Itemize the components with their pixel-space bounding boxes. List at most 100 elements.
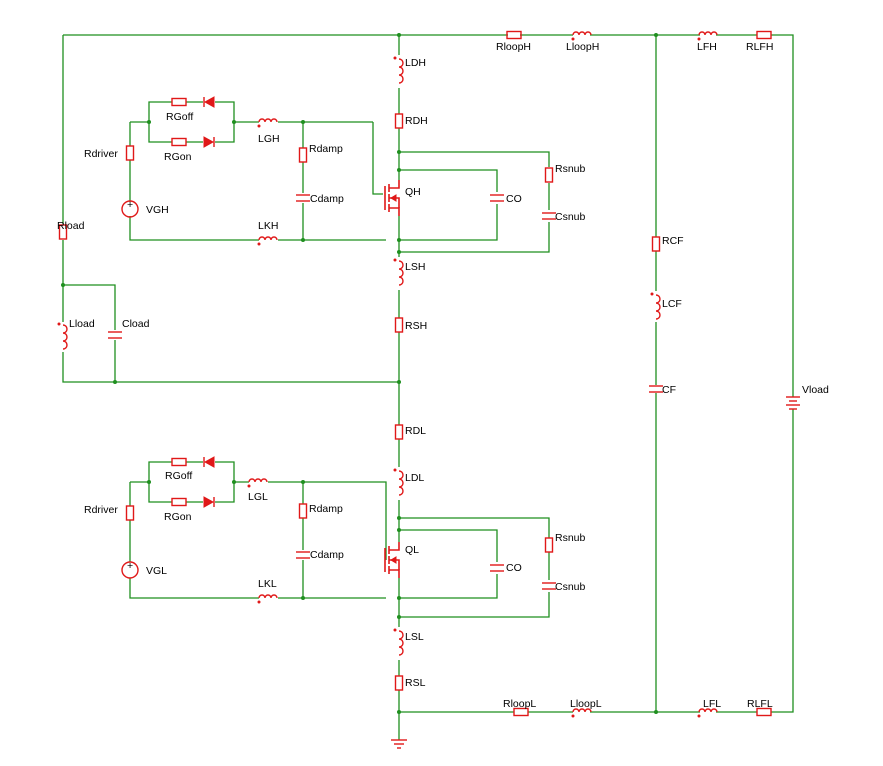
labels: RloopH LloopH LFH RLFH LDH RDH QH CO Rsn…	[57, 41, 829, 710]
label-lload: Lload	[69, 318, 95, 330]
inductor-ldl-dot	[393, 468, 397, 472]
label-qh: QH	[405, 186, 421, 198]
inductor-lgl-dot	[247, 484, 251, 488]
top-rail	[63, 34, 794, 713]
resistor-rdh	[394, 113, 404, 129]
source-vgl	[121, 561, 139, 579]
label-rsl: RSL	[405, 677, 426, 689]
inductor-lkl	[258, 594, 278, 599]
inductor-lf-h	[698, 31, 718, 36]
inductor-lsl	[398, 630, 404, 656]
label-rdamp-l: Rdamp	[309, 503, 343, 515]
label-rlf-l: RLFL	[747, 698, 773, 710]
resistor-rgoff-h	[171, 97, 187, 107]
resistor-rsl	[394, 675, 404, 691]
label-lkh: LKH	[258, 220, 278, 232]
resistor-rsnub-h	[544, 167, 554, 183]
resistor-rdriver-h	[125, 145, 135, 161]
inductor-lloop-h	[572, 31, 592, 36]
mosfet-qh-source	[389, 207, 400, 216]
hs-gate-drive	[129, 101, 386, 241]
resistor-rlf-l	[756, 707, 772, 717]
resistor-rlf-h	[756, 30, 772, 40]
diode-on-l	[203, 496, 215, 508]
resistor-rload	[58, 224, 68, 240]
inductor-lkh-dot	[257, 242, 261, 246]
ls-gate-drive	[129, 461, 387, 599]
label-lsl: LSL	[405, 631, 424, 643]
resistor-rgon-h	[171, 137, 187, 147]
label-vgh: VGH	[146, 204, 169, 216]
mosfet-ql-arrow	[390, 556, 397, 564]
inductor-lgl	[248, 478, 268, 483]
diode-off-h	[203, 96, 215, 108]
ls-snubber	[399, 517, 550, 618]
label-lf-l: LFL	[703, 698, 721, 710]
inductor-ldh-dot	[393, 56, 397, 60]
hs-snubber	[399, 151, 550, 253]
source-vgh	[121, 200, 139, 218]
label-lloop-l: LloopL	[570, 698, 602, 710]
label-rgon-h: RGon	[164, 151, 192, 163]
label-rloop-h: RloopH	[496, 41, 531, 53]
label-rdl: RDL	[405, 425, 426, 437]
label-cload: Cload	[122, 318, 150, 330]
resistor-rloop-l	[513, 707, 529, 717]
resistor-rsh	[394, 317, 404, 333]
label-vgl: VGL	[146, 565, 167, 577]
label-rgon-l: RGon	[164, 511, 192, 523]
label-ldh: LDH	[405, 57, 426, 69]
label-lkl: LKL	[258, 578, 277, 590]
label-lgh: LGH	[258, 133, 280, 145]
inductor-lsl-dot	[393, 628, 397, 632]
inductor-lcf	[655, 294, 661, 320]
inductor-lload-dot	[57, 322, 61, 326]
label-rgoff-l: RGoff	[165, 470, 192, 482]
inductor-lload	[62, 324, 68, 350]
resistor-rsnub-l	[544, 537, 554, 553]
resistor-rgoff-l	[171, 457, 187, 467]
source-vgl-plus: +	[127, 560, 133, 572]
label-lcf: LCF	[662, 298, 682, 310]
label-cf: CF	[662, 384, 676, 396]
mosfet-ql-source	[389, 569, 400, 578]
inductor-lloop-h-dot	[571, 37, 575, 41]
label-cdamp-l: Cdamp	[310, 549, 344, 561]
resistor-rdriver-l	[125, 505, 135, 521]
label-co-l: CO	[506, 562, 522, 574]
inductor-ldl	[398, 470, 404, 496]
source-vgh-plus: +	[127, 199, 133, 211]
label-rcf: RCF	[662, 235, 684, 247]
inductor-lcf-dot	[650, 292, 654, 296]
label-rlf-h: RLFH	[746, 41, 773, 53]
label-ldl: LDL	[405, 472, 424, 484]
resistor-rdl	[394, 424, 404, 440]
label-rdriver-h: Rdriver	[84, 148, 118, 160]
wires	[62, 34, 794, 740]
label-lloop-h: LloopH	[566, 41, 599, 53]
inductor-lgh	[258, 118, 278, 123]
label-ql: QL	[405, 544, 419, 556]
diode-on-h	[203, 136, 215, 148]
label-rdh: RDH	[405, 115, 428, 127]
resistor-rcf	[651, 236, 661, 252]
inductor-lf-l-dot	[697, 714, 701, 718]
label-csnub-h: Csnub	[555, 211, 586, 223]
label-rdriver-l: Rdriver	[84, 504, 118, 516]
label-rsnub-h: Rsnub	[555, 163, 586, 175]
label-co-h: CO	[506, 193, 522, 205]
inductor-ldh	[398, 58, 404, 84]
junction-nodes	[61, 33, 658, 714]
inductor-lkh	[258, 236, 278, 241]
components: ++	[57, 30, 800, 718]
label-rgoff-h: RGoff	[166, 111, 193, 123]
resistor-rdamp-h	[298, 147, 308, 163]
mosfet-qh-drain	[389, 180, 400, 189]
label-rsnub-l: Rsnub	[555, 532, 586, 544]
ground-symbol	[391, 739, 407, 749]
label-lf-h: LFH	[697, 41, 717, 53]
label-lgl: LGL	[248, 491, 268, 503]
resistor-rdamp-l	[298, 503, 308, 519]
inductor-lf-l	[698, 708, 718, 713]
